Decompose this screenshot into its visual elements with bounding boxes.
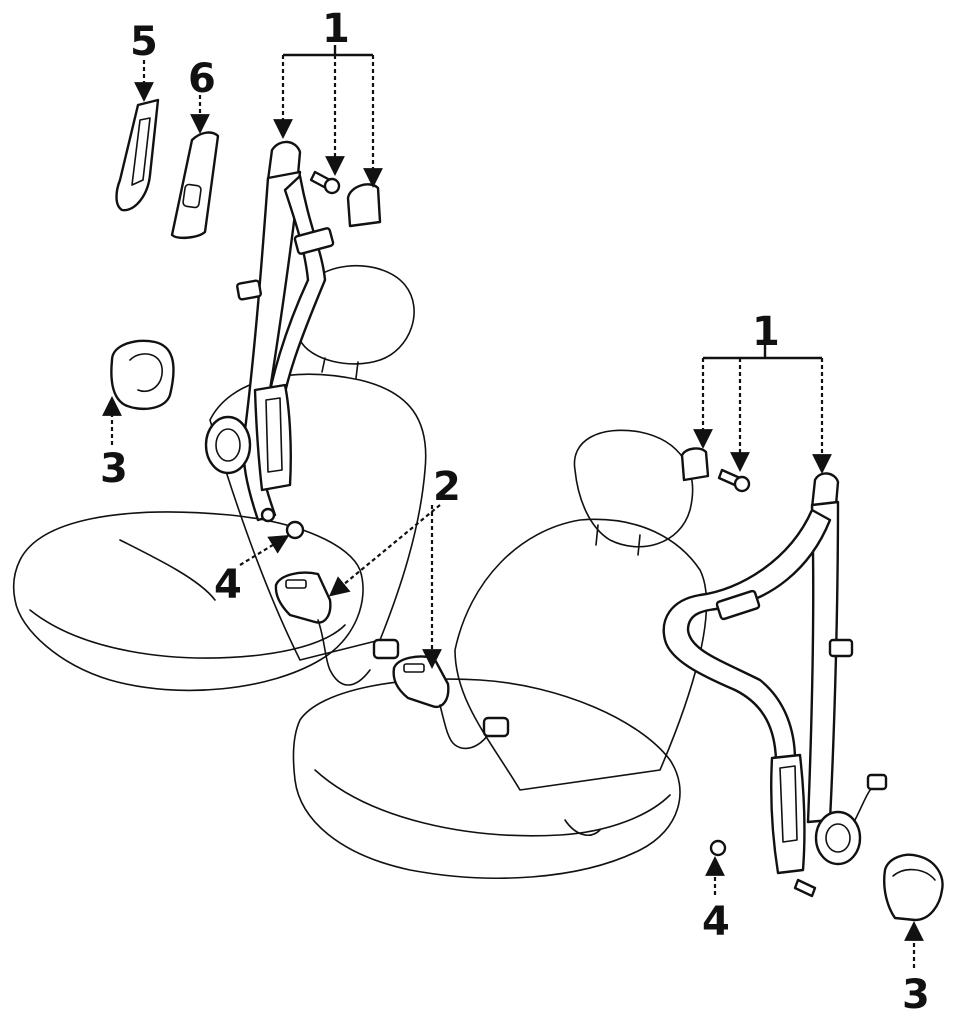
part-4-left-nut bbox=[285, 520, 305, 540]
left-seat bbox=[12, 265, 427, 692]
callout-6: 6 bbox=[188, 56, 216, 102]
part-6-cover bbox=[170, 131, 220, 240]
part-5-trim-plate bbox=[115, 98, 160, 212]
callout-2: 2 bbox=[433, 464, 461, 510]
callout-3-right: 3 bbox=[902, 972, 930, 1018]
callout-4-right: 4 bbox=[702, 899, 730, 945]
callout-4-left: 4 bbox=[214, 562, 242, 608]
part-3-left-guide bbox=[110, 339, 175, 411]
callout-1-right: 1 bbox=[752, 309, 780, 355]
callout-3-left: 3 bbox=[100, 446, 128, 492]
right-seat bbox=[292, 429, 708, 879]
left-seat-belt-assembly bbox=[204, 140, 382, 523]
callout-1-top: 1 bbox=[322, 6, 350, 52]
part-3-right-cover bbox=[883, 853, 944, 922]
right-buckle bbox=[392, 655, 510, 750]
leader-lines bbox=[102, 45, 924, 968]
callout-5: 5 bbox=[130, 19, 158, 65]
part-4-right-nut bbox=[709, 839, 727, 857]
right-seat-belt-assembly bbox=[662, 447, 888, 898]
left-buckle bbox=[274, 571, 400, 686]
